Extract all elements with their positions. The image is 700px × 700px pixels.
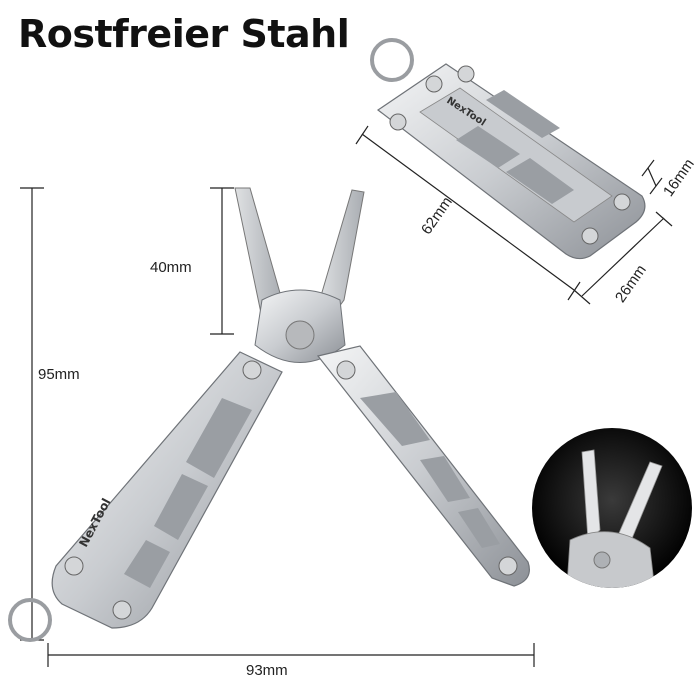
right-handle xyxy=(316,345,530,587)
screw-icon xyxy=(112,600,132,620)
width-label: 93mm xyxy=(246,662,288,679)
screw-icon xyxy=(498,556,518,576)
folded-width-dimension-line xyxy=(573,211,673,305)
page-title: Rostfreier Stahl xyxy=(18,12,350,56)
screw-icon xyxy=(581,227,599,245)
screw-icon xyxy=(64,556,84,576)
screw-icon xyxy=(425,75,443,93)
screw-icon xyxy=(336,360,356,380)
multitool-folded: NexTool xyxy=(370,38,646,260)
jaw-length-label: 40mm xyxy=(150,259,192,276)
folded-length-dimension-line xyxy=(355,125,581,301)
folded-thickness-dimension-line xyxy=(641,159,663,195)
key-ring-icon xyxy=(8,598,52,642)
screw-icon xyxy=(457,65,475,83)
width-dimension-line xyxy=(47,643,535,667)
left-handle xyxy=(51,351,283,629)
jaw-dimension-line xyxy=(210,187,234,335)
jaw-closeup-inset xyxy=(532,428,692,588)
height-dimension-line xyxy=(20,187,44,641)
screw-icon xyxy=(613,193,631,211)
multitool-open: NexTool xyxy=(8,187,530,642)
key-ring-icon xyxy=(370,38,414,82)
screw-icon xyxy=(242,360,262,380)
height-label: 95mm xyxy=(38,366,80,383)
screw-icon xyxy=(389,113,407,131)
pivot-bolt xyxy=(285,320,315,350)
